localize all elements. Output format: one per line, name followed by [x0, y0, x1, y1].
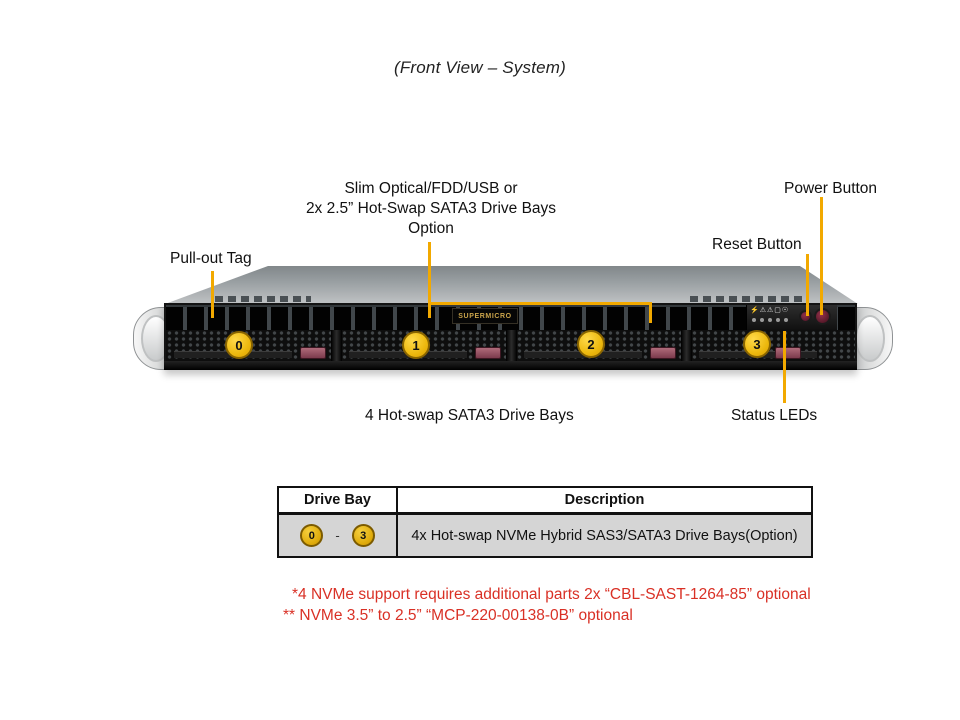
callout-hot-swap-bays: 4 Hot-swap SATA3 Drive Bays: [365, 407, 574, 424]
bay-number-badge-0: 0: [225, 331, 253, 359]
table-row: 0 - 3 4x Hot-swap NVMe Hybrid SAS3/SATA3…: [279, 515, 811, 556]
led-dot: [752, 318, 756, 322]
status-led-dots: [752, 318, 788, 322]
leader-bracket-slim-optical-drop: [649, 302, 652, 323]
bay-number-badge-3: 3: [743, 330, 771, 358]
bay-number-badge-2: 2: [577, 330, 605, 358]
rack-handle-right: [855, 315, 885, 362]
callout-status-leds: Status LEDs: [731, 407, 818, 424]
leader-line-reset-button: [806, 254, 809, 316]
led-dot: [784, 318, 788, 322]
chassis-top-cover: [165, 266, 858, 304]
supermicro-logo: SUPERMICRO: [458, 312, 512, 320]
callout-slim-optical-line3: Option: [408, 220, 454, 237]
callout-slim-optical-line1: Slim Optical/FDD/USB or: [344, 180, 518, 197]
callout-reset-button: Reset Button: [712, 236, 802, 253]
bay-range-separator: -: [335, 528, 340, 543]
footnotes: *4 NVMe support requires additional part…: [283, 584, 883, 626]
chassis-front-face: SUPERMICRO ⚡⚠⚠▢☉: [164, 303, 857, 370]
leader-line-pull-out-tag: [211, 271, 214, 318]
table-header-drive-bay: Drive Bay: [279, 488, 398, 512]
leader-line-slim-optical: [428, 242, 431, 318]
server-front-illustration: SUPERMICRO ⚡⚠⚠▢☉: [133, 264, 893, 376]
callout-pull-out-tag: Pull-out Tag: [170, 250, 252, 267]
control-panel: ⚡⚠⚠▢☉: [746, 305, 837, 330]
bay-release-latch: [475, 347, 501, 359]
chassis-bottom-lip: [164, 361, 857, 370]
table-cell-bay-range: 0 - 3: [279, 515, 398, 556]
table-header-row: Drive Bay Description: [279, 488, 811, 515]
status-led-icons: ⚡⚠⚠▢☉: [750, 307, 790, 314]
brand-logo-plate: SUPERMICRO: [452, 308, 518, 324]
bay-divider: [506, 330, 517, 361]
leader-line-status-leds: [783, 331, 786, 403]
footnote-nvme-adapter: ** NVMe 3.5” to 2.5” “MCP-220-00138-0B” …: [283, 607, 633, 624]
footnote-nvme-cable: *4 NVMe support requires additional part…: [292, 586, 811, 603]
table-header-description: Description: [564, 492, 645, 508]
table-cell-description: 4x Hot-swap NVMe Hybrid SAS3/SATA3 Drive…: [411, 527, 798, 544]
bay-range-start-badge: 0: [300, 524, 324, 547]
bay-release-latch: [300, 347, 326, 359]
bay-divider: [681, 330, 692, 361]
bay-number-badge-1: 1: [402, 331, 430, 359]
bay-release-latch: [650, 347, 676, 359]
callout-slim-optical-line2: 2x 2.5” Hot-Swap SATA3 Drive Bays: [305, 200, 557, 217]
bay-divider: [331, 330, 342, 361]
callout-slim-optical: Slim Optical/FDD/USB or 2x 2.5” Hot-Swap…: [288, 179, 574, 239]
cover-vent-slots-right: [690, 296, 805, 302]
led-dot: [776, 318, 780, 322]
bay-release-latch: [775, 347, 801, 359]
cover-vent-slots-left: [215, 296, 311, 302]
leader-line-power-button: [820, 197, 823, 315]
drive-bay-table: Drive Bay Description 0 - 3 4x Hot-swap …: [277, 486, 813, 558]
bay-range-end-badge: 3: [351, 524, 375, 547]
page-title: (Front View – System): [393, 58, 567, 77]
led-dot: [768, 318, 772, 322]
led-dot: [760, 318, 764, 322]
leader-bracket-slim-optical: [428, 302, 652, 305]
callout-power-button: Power Button: [784, 180, 878, 197]
drive-bay-strip: [166, 330, 855, 361]
